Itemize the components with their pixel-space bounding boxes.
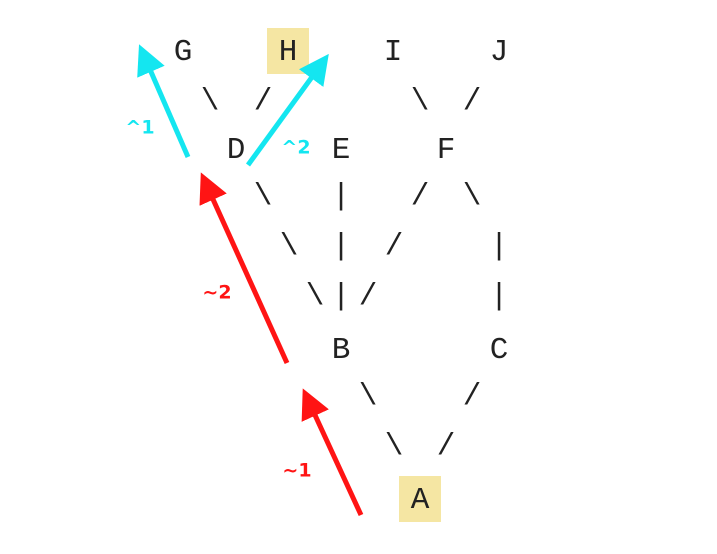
- arrows-layer: ~1 ~2 ^1 ^2: [125, 44, 364, 517]
- node-I: I: [384, 35, 403, 70]
- edge-I-F: \: [411, 84, 430, 119]
- edge-F-B-mid: /: [385, 229, 404, 264]
- edge-H-D: /: [254, 84, 273, 119]
- caret-2-arrow: [245, 53, 329, 167]
- node-A: A: [411, 483, 430, 518]
- highlight-A: [399, 476, 441, 522]
- tilde-1-label: ~1: [282, 460, 311, 482]
- node-E: E: [332, 133, 351, 168]
- caret-2-label: ^2: [281, 137, 310, 159]
- edge-E-B-upper: |: [332, 179, 351, 214]
- edge-B-A-upper: \: [359, 379, 378, 414]
- tilde-2-label: ~2: [202, 282, 231, 304]
- node-D: D: [227, 133, 246, 168]
- nodes-layer: G H I J D E F B C A: [174, 35, 509, 518]
- node-G: G: [174, 35, 193, 70]
- edge-D-B-lower: \: [280, 229, 299, 264]
- edge-C-A-lower: /: [437, 429, 456, 464]
- node-B: B: [332, 333, 351, 368]
- edge-B-A-lower: \: [385, 429, 404, 464]
- edge-D-B-bottom: \: [306, 279, 325, 314]
- caret-1-arrow: [137, 44, 191, 158]
- edges-layer: \ / \ / \ \ \ | | | / / / \ | | \ \ / /: [201, 84, 509, 464]
- edge-F-B-upper: /: [411, 179, 430, 214]
- node-J: J: [490, 35, 509, 70]
- edge-C-A-upper: /: [463, 379, 482, 414]
- tilde-2-arrow: [199, 172, 290, 365]
- node-F: F: [437, 133, 456, 168]
- edge-F-B-lower: /: [359, 279, 378, 314]
- node-C: C: [490, 333, 509, 368]
- edge-F-C-mid: |: [490, 229, 509, 264]
- edge-D-B-upper: \: [254, 179, 273, 214]
- edge-F-C-upper: \: [463, 179, 482, 214]
- tilde-1-arrow: [301, 388, 364, 517]
- node-H: H: [279, 35, 298, 70]
- edge-J-F: /: [463, 84, 482, 119]
- caret-1-label: ^1: [125, 117, 154, 139]
- highlights-layer: [267, 28, 441, 522]
- edge-E-B-lower: |: [332, 279, 351, 314]
- edge-E-B-mid: |: [332, 229, 351, 264]
- edge-F-C-lower: |: [490, 279, 509, 314]
- edge-G-D: \: [201, 84, 220, 119]
